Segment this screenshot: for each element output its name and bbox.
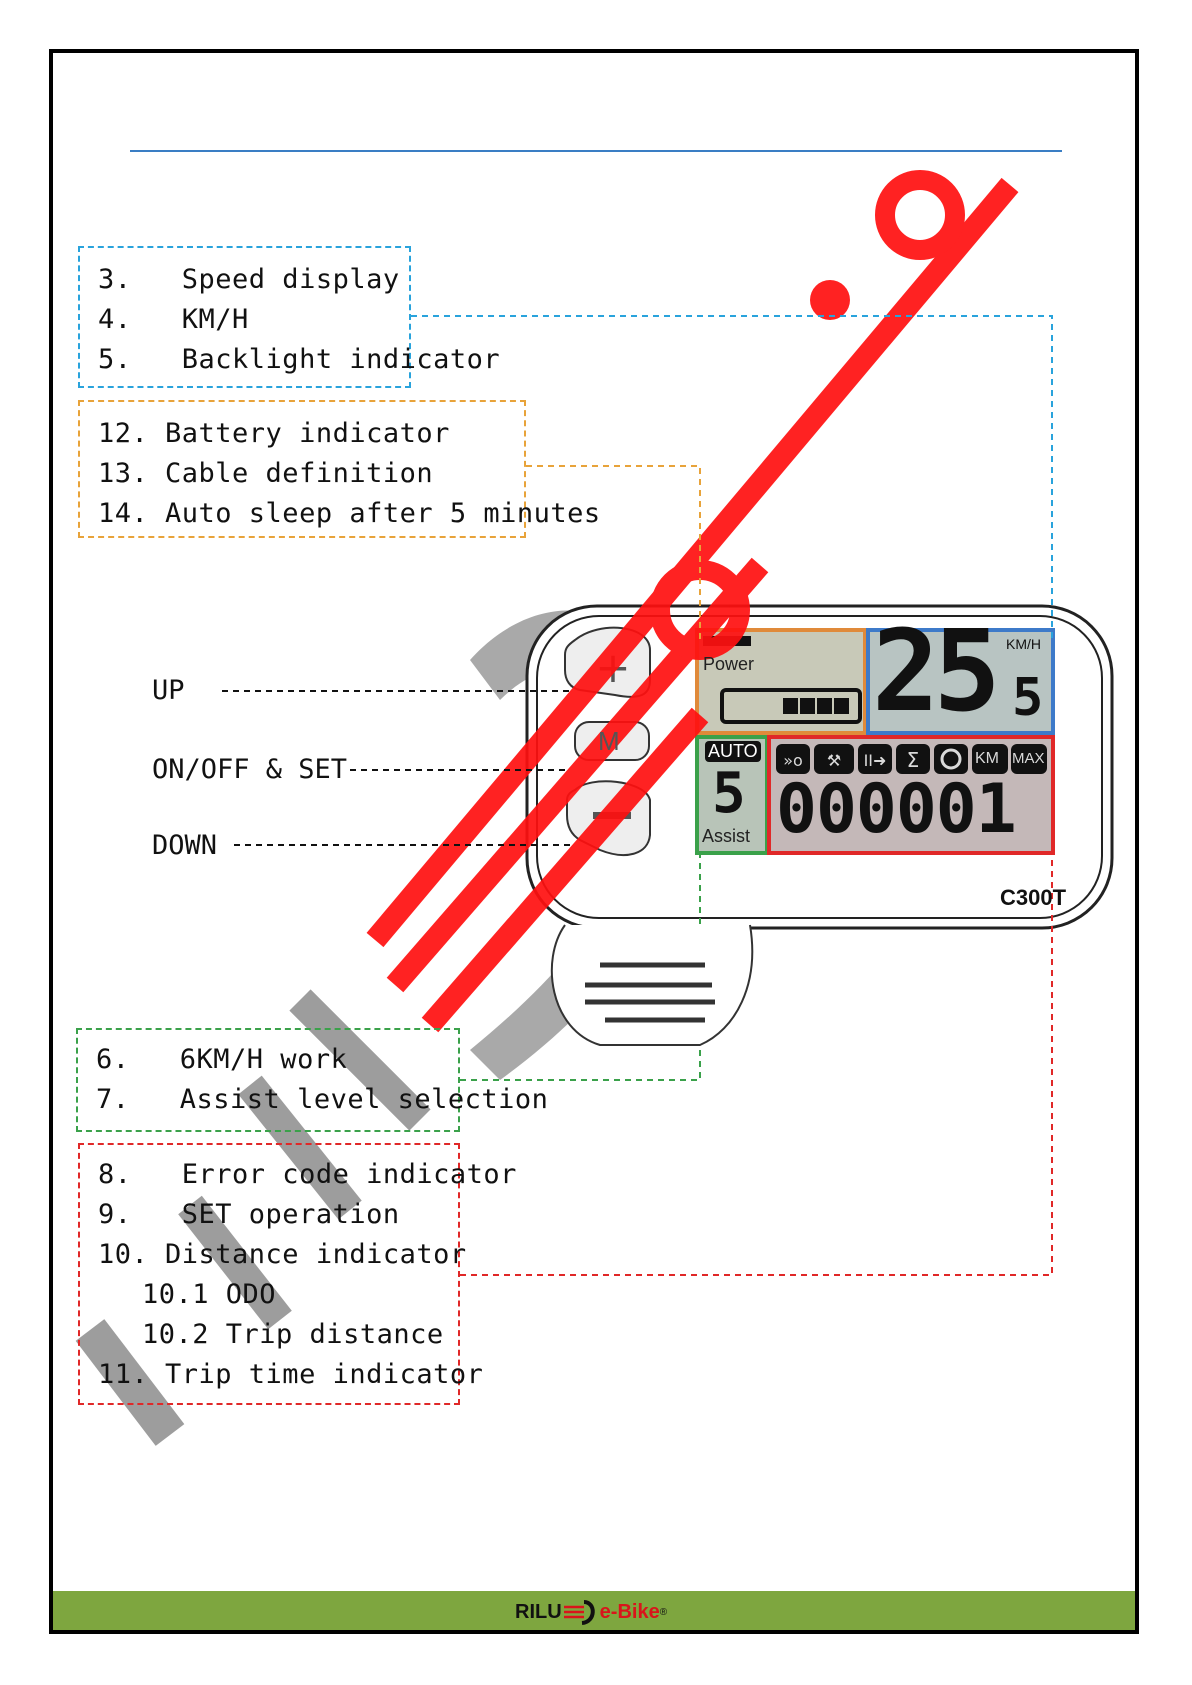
list-item: 8. Error code indicator (98, 1159, 517, 1190)
assist-label: Assist (702, 826, 751, 846)
max-icon (1011, 744, 1047, 774)
list-item: 10.1 ODO (142, 1279, 277, 1310)
model-label: C300T (1000, 885, 1067, 910)
speed-panel (866, 628, 1055, 735)
svg-text:Σ: Σ (907, 748, 920, 772)
svg-text:»o: »o (783, 751, 803, 770)
watermark-rilu (75, 989, 431, 1446)
device-inner (536, 615, 1103, 919)
battery-group-box: 12. Battery indicator 13. Cable definiti… (78, 400, 600, 538)
list-item: 13. Cable definition (98, 458, 434, 489)
speed-group-box: 3. Speed display 4. KM/H 5. Backlight in… (78, 246, 500, 388)
footer-swoosh-icon (563, 1600, 595, 1625)
km-icon (972, 744, 1008, 774)
distance-group-box: 8. Error code indicator 9. SET operation… (78, 1143, 516, 1405)
wrench-icon (814, 744, 854, 774)
leader-lines (222, 315, 1053, 1276)
svg-text:⚒: ⚒ (827, 751, 841, 770)
list-item: 4. KM/H (98, 304, 249, 335)
footer-ebike: e-Bike (599, 1600, 660, 1623)
list-item: 9. SET operation (98, 1199, 400, 1230)
list-item: 12. Battery indicator (98, 418, 450, 449)
list-item: 5. Backlight indicator (98, 344, 501, 375)
timer-icon (934, 744, 968, 774)
status-icon-row: Σ »o II➜ ⚒ (776, 744, 1047, 774)
list-item: 10.2 Trip distance (142, 1319, 444, 1350)
onoff-set-label: ON/OFF & SET (152, 754, 348, 785)
svg-text:II➜: II➜ (864, 751, 887, 770)
device-stand (550, 924, 754, 1046)
battery-panel (695, 628, 867, 735)
odometer-value: 000001 (776, 770, 1017, 849)
assist-level: 5 (712, 761, 746, 826)
list-item: 10. Distance indicator (98, 1239, 467, 1270)
auto-label: AUTO (705, 741, 761, 762)
error-icon (776, 744, 810, 774)
footer-logo: RILU e-Bike ® (515, 1597, 667, 1627)
assist-group-box: 6. 6KM/H work 7. Assist level selection (76, 1028, 548, 1132)
km-icon-label: KM (975, 750, 999, 767)
list-item: 6. 6KM/H work (96, 1044, 348, 1075)
page-frame (49, 49, 1139, 1634)
speed-value: 25 (872, 607, 1001, 737)
up-label: UP (152, 675, 185, 706)
footer-brand: RILU (515, 1600, 562, 1623)
list-item: 11. Trip time indicator (98, 1359, 484, 1390)
list-item: 7. Assist level selection (96, 1084, 549, 1115)
power-label: Power (703, 654, 755, 674)
speed-unit: KM/H (1006, 636, 1041, 652)
sum-icon (896, 744, 930, 774)
max-icon-label: MAX (1012, 750, 1045, 767)
list-item: 3. Speed display (98, 264, 400, 295)
m-key-label: M (598, 726, 620, 756)
speed-decimal: 5 (1012, 668, 1044, 728)
list-item: 14. Auto sleep after 5 minutes (98, 498, 601, 529)
header-rule (130, 150, 1062, 152)
down-label: DOWN (152, 830, 218, 861)
footer-registered: ® (659, 1606, 668, 1618)
battery-icon (720, 688, 862, 724)
battery-segments (783, 698, 849, 714)
walk-assist-icon (858, 744, 892, 774)
